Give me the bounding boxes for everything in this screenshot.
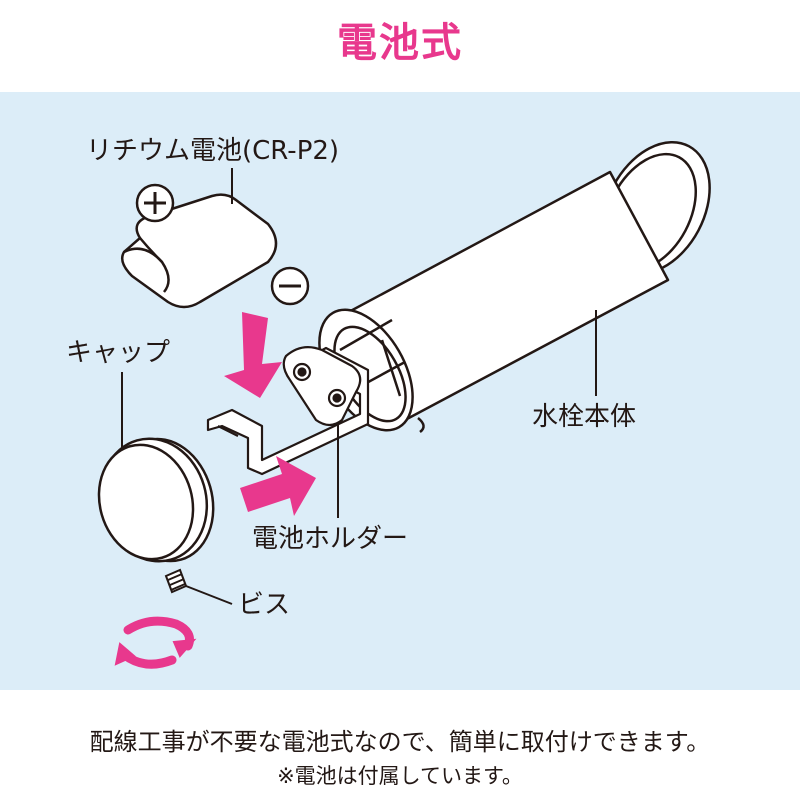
screw-label: ビス	[238, 590, 291, 620]
cap-label: キャップ	[66, 338, 171, 368]
leader-lines	[121, 168, 597, 605]
lithium-battery	[121, 193, 278, 309]
note-text: ※電池は付属しています。	[277, 764, 523, 788]
minus-icon	[270, 266, 310, 306]
faucet-body-label: 水栓本体	[532, 402, 637, 432]
battery-holder-label: 電池ホルダー	[252, 524, 409, 554]
page-title: 電池式	[337, 20, 463, 66]
screw	[164, 568, 188, 594]
battery-label: リチウム電池(CR-P2)	[86, 136, 340, 166]
plus-icon	[135, 183, 175, 223]
cap	[97, 437, 215, 563]
rotate-arrow-icon	[114, 616, 197, 669]
description-text: 配線工事が不要な電池式なので、簡単に取付けできます。	[89, 728, 711, 756]
faucet-body	[318, 140, 711, 433]
battery-holder	[206, 345, 370, 476]
push-arrow-icon	[240, 456, 316, 516]
insert-arrow-icon	[224, 312, 282, 398]
